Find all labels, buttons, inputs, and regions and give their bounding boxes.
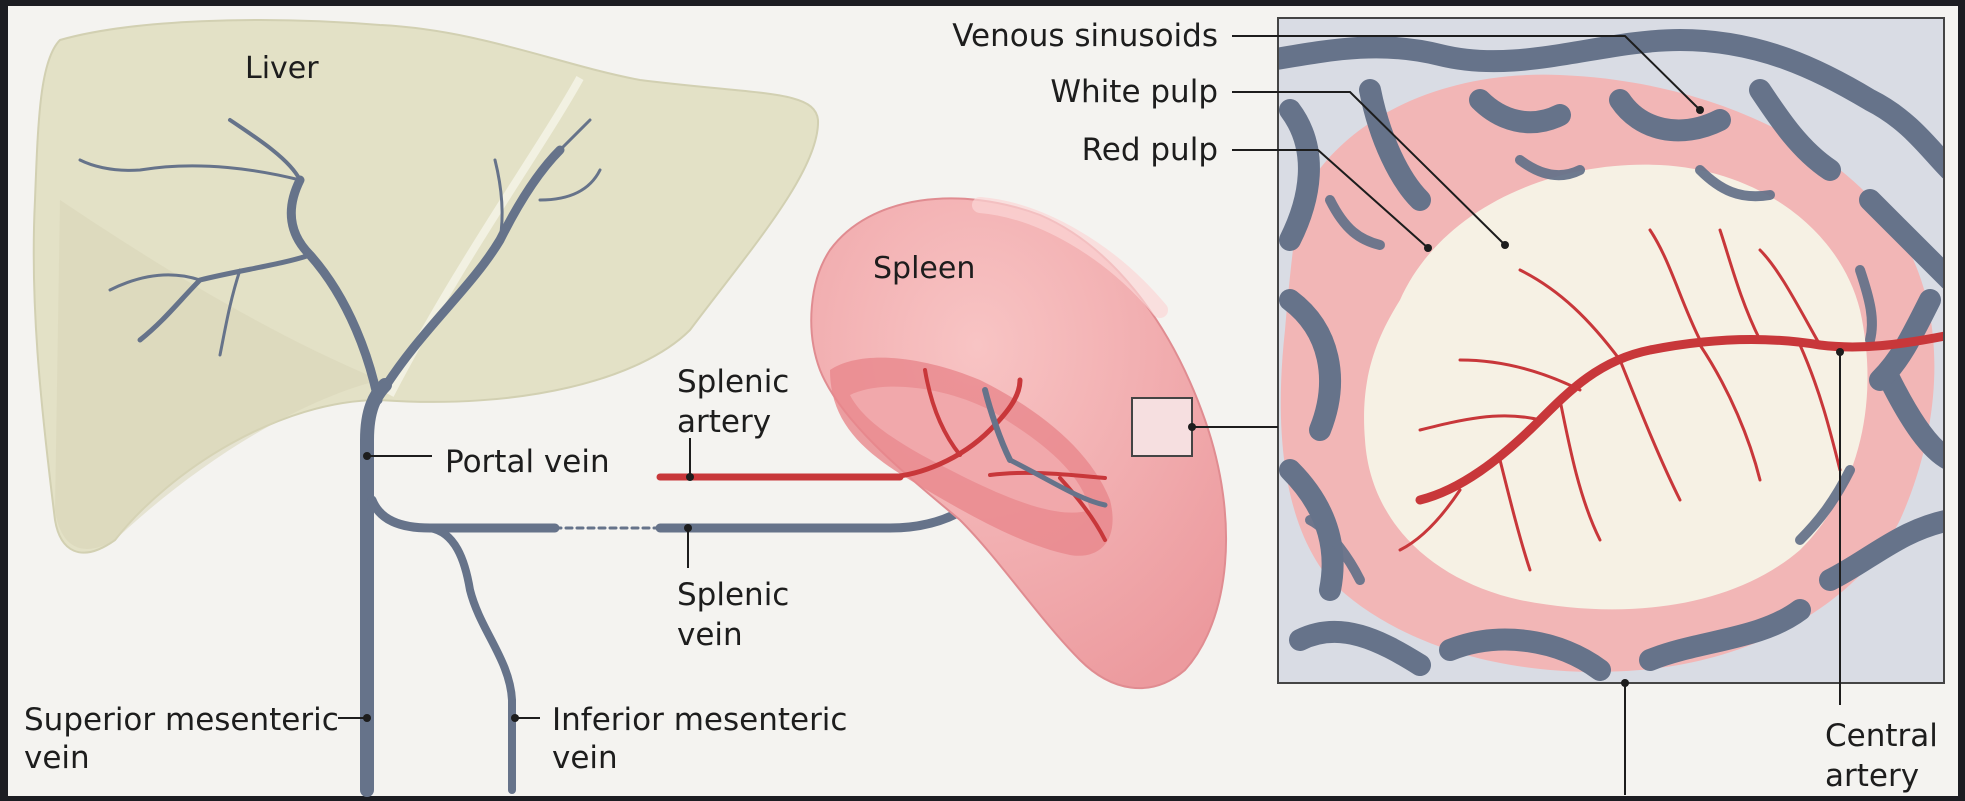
red-pulp-label: Red pulp xyxy=(1082,132,1218,168)
inferior-mesenteric-label-1: Inferior mesenteric xyxy=(552,702,847,738)
venous-sinusoids-label: Venous sinusoids xyxy=(952,18,1218,54)
splenic-vein-label-2: vein xyxy=(677,617,743,653)
liver-label: Liver xyxy=(245,51,319,86)
splenic-artery-label-1: Splenic xyxy=(677,364,789,400)
spleen-label: Spleen xyxy=(873,251,975,286)
portal-vein-label: Portal vein xyxy=(445,444,610,480)
superior-mesenteric-label-2: vein xyxy=(24,740,90,776)
spleen-zoom-box xyxy=(1132,398,1192,456)
central-artery-label-2: artery xyxy=(1825,758,1919,794)
splenic-vein-label-1: Splenic xyxy=(677,577,789,613)
splenic-artery-label-2: artery xyxy=(677,404,771,440)
central-artery-label-1: Central xyxy=(1825,718,1938,754)
inferior-mesenteric-label-2: vein xyxy=(552,740,618,776)
spleen-microstructure-inset xyxy=(1270,18,1950,683)
white-pulp-label: White pulp xyxy=(1050,74,1218,110)
superior-mesenteric-label-1: Superior mesenteric xyxy=(24,702,339,738)
